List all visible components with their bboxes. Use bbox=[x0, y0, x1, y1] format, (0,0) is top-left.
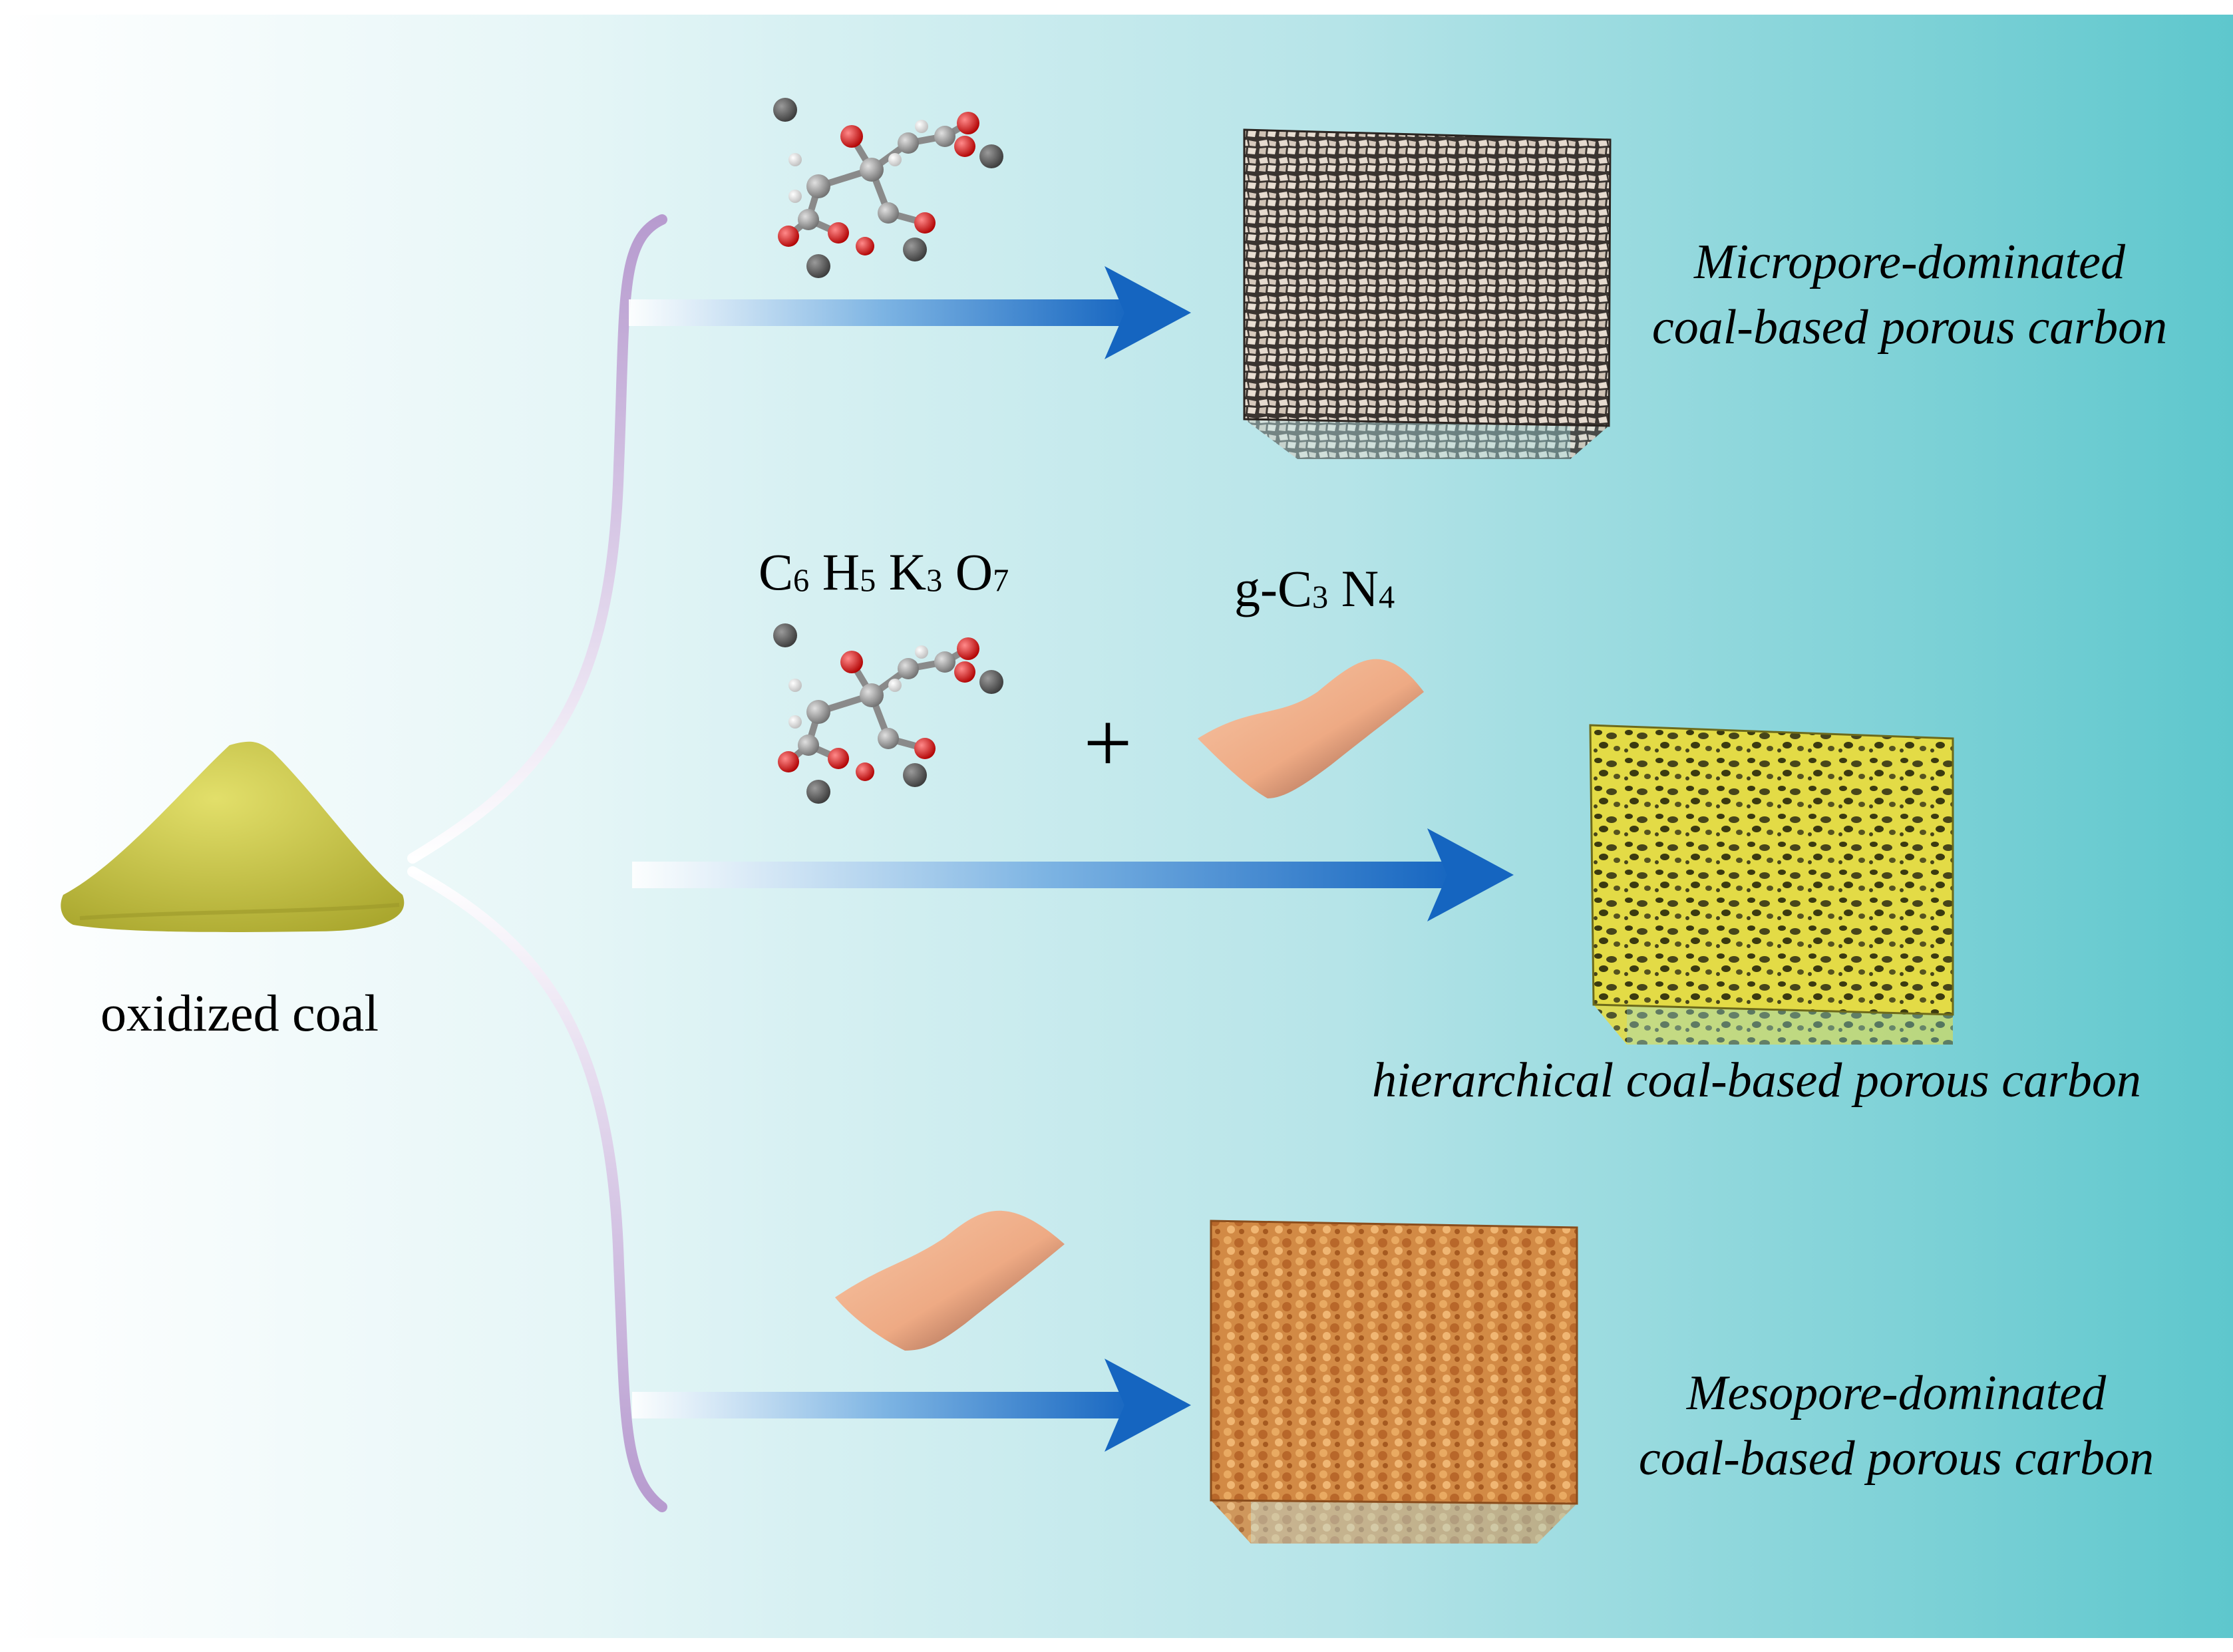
gc3n4-sheet-bottom bbox=[835, 1210, 1065, 1351]
micropore-label-line2: coal-based porous carbon bbox=[1651, 300, 2168, 355]
arrow-hierarchical bbox=[632, 828, 1514, 921]
oxidized-coal-label: oxidized coal bbox=[100, 984, 379, 1042]
formula-part-h: H5 bbox=[822, 543, 876, 601]
arrow-mesopore bbox=[632, 1359, 1191, 1452]
mesopore-label-line2: coal-based porous carbon bbox=[1638, 1431, 2154, 1486]
plus-sign: + bbox=[1083, 695, 1132, 791]
gc3n4-sheet-middle bbox=[1198, 659, 1424, 798]
bracket-lower bbox=[407, 866, 667, 1512]
hierarchical-product-label: hierarchical coal-based porous carbon bbox=[1331, 1048, 2182, 1113]
bracket-upper bbox=[407, 214, 667, 864]
mesopore-product-label: Mesopore-dominated coal-based porous car… bbox=[1624, 1361, 2169, 1491]
formula-part-k: K3 bbox=[888, 543, 943, 601]
arrow-micropore bbox=[629, 266, 1191, 359]
micropore-product-label: Micropore-dominated coal-based porous ca… bbox=[1643, 230, 2176, 360]
formula-part-o: O7 bbox=[955, 543, 1009, 601]
hierarchical-label-line1: hierarchical coal-based porous carbon bbox=[1372, 1053, 2141, 1108]
mesopore-label-line1: Mesopore-dominated bbox=[1686, 1366, 2107, 1420]
coal-pile-image bbox=[61, 741, 405, 932]
formula-part-c: C6 bbox=[759, 543, 810, 601]
micropore-cube-image bbox=[1243, 128, 1612, 459]
carbon-nitride-formula: g-C3 N4 bbox=[1234, 559, 1395, 619]
mesopore-cube-image bbox=[1210, 1220, 1578, 1544]
potassium-citrate-formula: C6 H5 K3 O7 bbox=[759, 542, 1009, 602]
hierarchical-cube-image bbox=[1589, 724, 1954, 1045]
formula-part-gc: g-C3 bbox=[1234, 560, 1329, 617]
micropore-label-line1: Micropore-dominated bbox=[1693, 235, 2126, 289]
citrate-molecule-middle bbox=[773, 623, 1003, 804]
citrate-molecule-top bbox=[773, 98, 1003, 278]
formula-part-n: N4 bbox=[1341, 560, 1395, 617]
